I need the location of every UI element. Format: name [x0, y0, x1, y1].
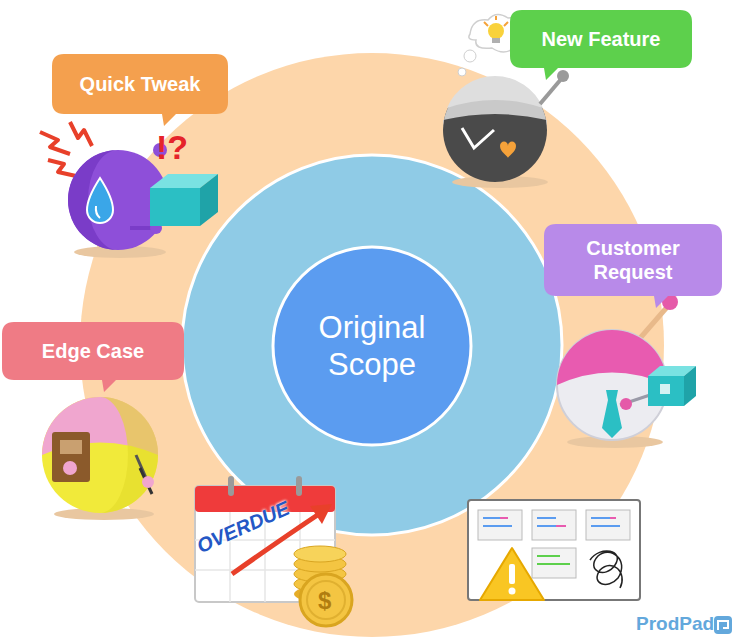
logo-icon-part: [714, 616, 732, 634]
callout-label: Customer Request: [568, 236, 698, 284]
edge-case-robot-part: [142, 476, 154, 488]
overdue-calendar-part: [310, 504, 332, 524]
new-feature-robot-part: [500, 142, 516, 159]
new-feature-robot-part: [488, 23, 504, 39]
customer-request-robot-part: [684, 366, 696, 406]
logo-icon: [714, 616, 732, 634]
text-holder: Customer Request: [544, 224, 722, 296]
new-feature-robot-part: [464, 50, 476, 62]
messy-board-part: [509, 564, 515, 584]
edge-case-robot-part: [52, 432, 90, 482]
quick-tweak-robot-part: [87, 178, 113, 223]
customer-request-robot-part: [660, 384, 670, 394]
messy-board-part: [483, 518, 620, 526]
circle-fill: [273, 247, 471, 445]
quick-tweak-robot-part: [96, 206, 100, 218]
quick-tweak-robot-part: [200, 174, 218, 226]
scope-rings-part: [182, 155, 562, 535]
callout-label: New Feature: [542, 27, 661, 51]
callout-bubble: Quick Tweak: [52, 54, 228, 126]
new-feature-robot-part: [484, 16, 508, 26]
callout-bubble: Edge Case: [2, 322, 184, 392]
bubble-fill: [2, 322, 184, 392]
callout-label: Edge Case: [42, 339, 144, 363]
new-feature-robot-part: [557, 70, 569, 82]
callout-bubble: Customer Request: [544, 224, 722, 308]
scope-label: Original Scope: [297, 309, 447, 383]
coin-stack-part: [300, 574, 352, 626]
edge-case-robot-part: [42, 397, 158, 513]
bubble-fill: [544, 224, 722, 308]
quick-tweak-robot-part: [150, 188, 200, 226]
messy-board-part: [468, 500, 640, 600]
edge-case-robot-part: [60, 440, 82, 454]
text-holder: Edge Case: [2, 322, 184, 380]
brand-logo: ProdPad: [636, 613, 714, 635]
customer-request-robot-part: [620, 398, 632, 410]
messy-board-part: [532, 548, 576, 578]
callout-bubble: New Feature: [510, 10, 692, 80]
coin-stack: [294, 546, 352, 626]
text-holder: Quick Tweak: [52, 54, 228, 114]
bubble-fill: [52, 54, 228, 126]
currency-sign: $: [318, 587, 331, 615]
quick-tweak-robot-part: [70, 122, 92, 146]
messy-board-part: [509, 588, 516, 595]
messy-board: [468, 500, 640, 600]
quick-tweak-robot-part: [48, 160, 76, 176]
messy-board-part: [537, 556, 570, 564]
overdue-calendar-part: [296, 476, 302, 496]
callout-label: Quick Tweak: [80, 72, 201, 96]
edge-case-robot-part: [100, 397, 158, 513]
edge-case-robot-part: [63, 461, 77, 475]
new-feature-robot-part: [540, 78, 562, 104]
new-feature-robot-part: [458, 68, 466, 76]
quick-tweak-robot-part: [40, 132, 70, 154]
text-holder: Original Scope: [271, 245, 473, 447]
scope-circle-outline: [271, 245, 473, 447]
coin-stack-part: [294, 546, 346, 562]
bubble-fill: [510, 10, 692, 80]
coin-stack-part: [307, 581, 345, 619]
overdue-calendar-part: [228, 476, 234, 496]
text-holder: New Feature: [510, 10, 692, 68]
messy-board-part: [500, 518, 616, 526]
edge-case-robot: [42, 397, 158, 520]
customer-request-robot-part: [648, 376, 684, 406]
logo-icon-part: [718, 621, 728, 630]
customer-request-robot-part: [602, 390, 622, 438]
quick-tweak-robot: [40, 122, 218, 258]
new-feature-robot-part: [462, 128, 494, 148]
new-feature-robot-part: [447, 76, 543, 108]
messy-board-part: [590, 551, 622, 588]
alert-mark: !?: [156, 128, 188, 167]
customer-request-robot: [557, 294, 696, 448]
new-feature-robot-part: [492, 38, 500, 43]
messy-board-part: [480, 548, 544, 600]
quick-tweak-robot-part: [68, 150, 118, 250]
scope-circle: Original Scope: [271, 245, 473, 447]
